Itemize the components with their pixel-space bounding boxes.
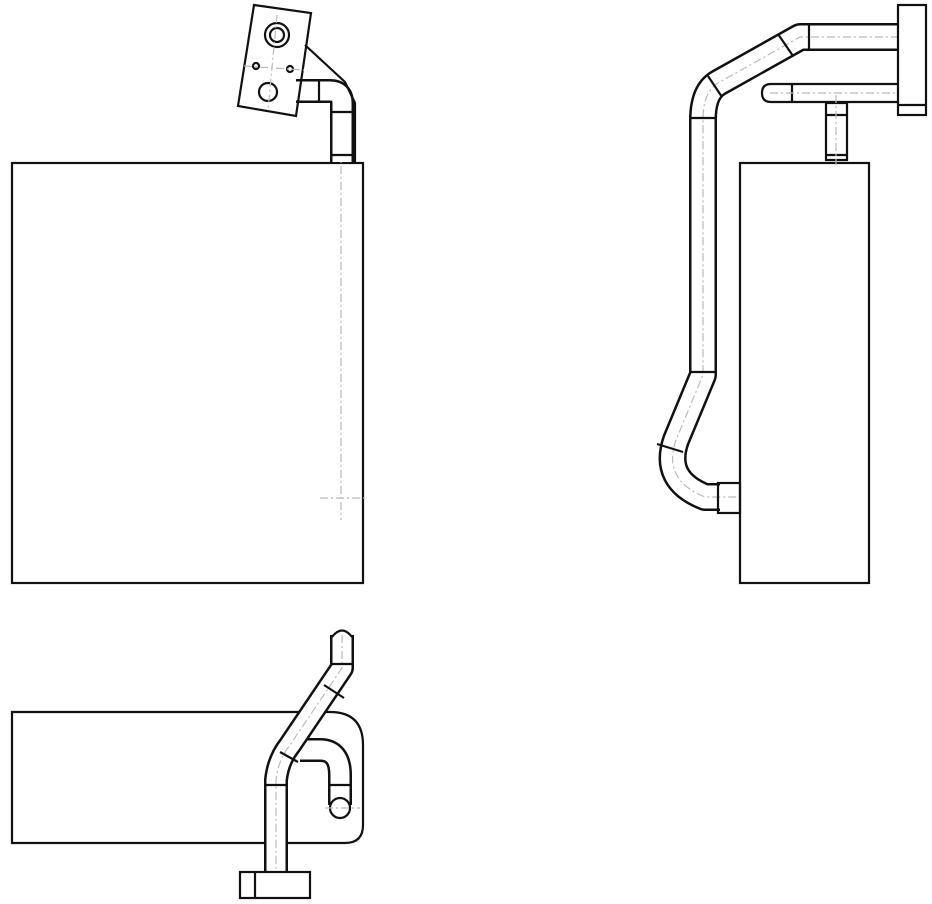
u-tube (300, 738, 360, 820)
evaporator-core-side (738, 161, 871, 585)
inlet-pipe (238, 629, 354, 900)
bottom-view (10, 629, 365, 900)
lower-pipe (760, 82, 898, 165)
side-view (656, 3, 928, 585)
pipe-front (296, 44, 357, 162)
front-view (10, 3, 365, 585)
flange (896, 3, 928, 117)
upper-pipe (656, 23, 899, 515)
evaporator-core-bottom (10, 710, 365, 845)
mounting-block (236, 3, 313, 118)
evaporator-core-front (10, 161, 365, 585)
